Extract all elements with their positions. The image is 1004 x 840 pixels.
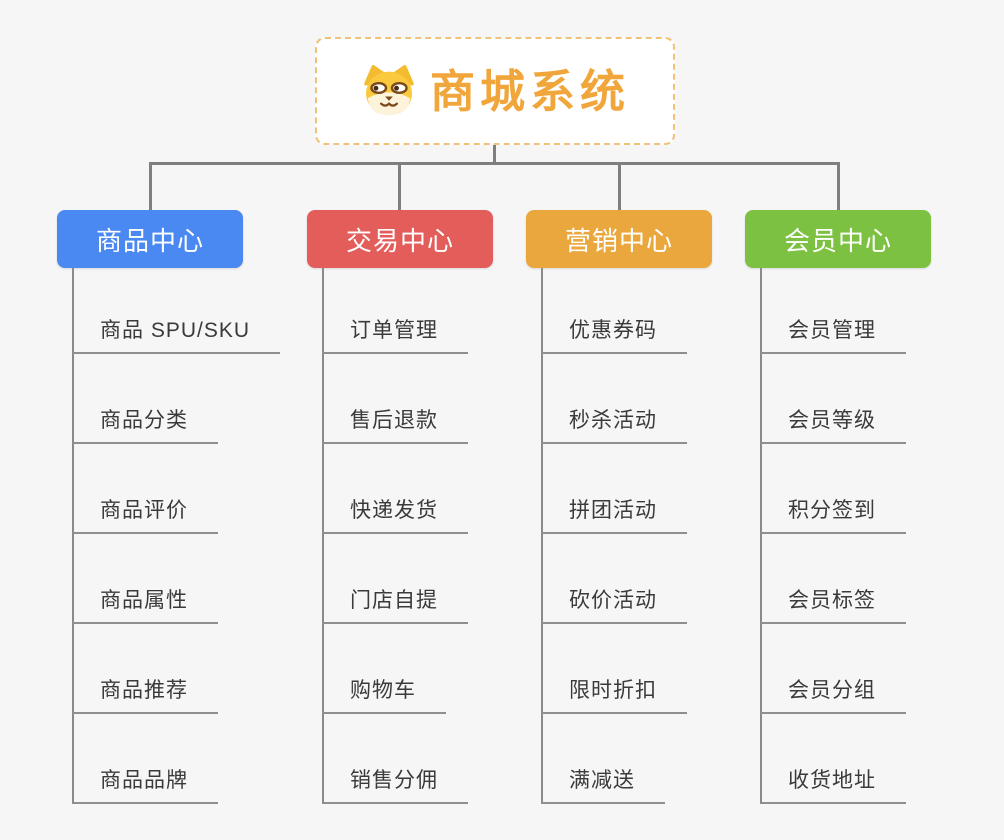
branch-column-marketing: 营销中心 优惠券码 秒杀活动 拼团活动 砍价活动 限时折扣 满减送: [526, 210, 776, 810]
branch-marketing-center[interactable]: 营销中心: [526, 210, 712, 268]
child-node[interactable]: 会员分组: [760, 678, 906, 714]
child-node[interactable]: 会员标签: [760, 588, 906, 624]
child-node[interactable]: 秒杀活动: [541, 408, 687, 444]
connector-horizontal: [149, 162, 840, 165]
connector-drop: [149, 162, 152, 210]
branch-column-member: 会员中心 会员管理 会员等级 积分签到 会员标签 会员分组 收货地址: [745, 210, 995, 810]
root-title: 商城系统: [429, 65, 630, 117]
child-node[interactable]: 收货地址: [760, 768, 906, 804]
child-node[interactable]: 商品评价: [72, 498, 218, 534]
child-node[interactable]: 砍价活动: [541, 588, 687, 624]
child-node[interactable]: 积分签到: [760, 498, 906, 534]
branch-spine: [541, 268, 543, 804]
root-node[interactable]: 商城系统: [315, 37, 675, 145]
connector-drop: [618, 162, 621, 210]
child-node[interactable]: 门店自提: [322, 588, 468, 624]
branch-member-center[interactable]: 会员中心: [745, 210, 931, 268]
child-node[interactable]: 购物车: [322, 678, 446, 714]
child-node[interactable]: 满减送: [541, 768, 665, 804]
branch-trade-center[interactable]: 交易中心: [307, 210, 493, 268]
child-node[interactable]: 售后退款: [322, 408, 468, 444]
child-node[interactable]: 商品推荐: [72, 678, 218, 714]
connector-drop: [398, 162, 401, 210]
child-node[interactable]: 限时折扣: [541, 678, 687, 714]
child-node[interactable]: 商品 SPU/SKU: [72, 318, 281, 354]
child-node[interactable]: 销售分佣: [322, 768, 468, 804]
branch-column-trade: 交易中心 订单管理 售后退款 快递发货 门店自提 购物车 销售分佣: [307, 210, 557, 810]
child-node[interactable]: 拼团活动: [541, 498, 687, 534]
branch-spine: [322, 268, 324, 804]
child-node[interactable]: 快递发货: [322, 498, 468, 534]
child-node[interactable]: 优惠券码: [541, 318, 687, 354]
connector-drop: [837, 162, 840, 210]
child-node[interactable]: 会员管理: [760, 318, 906, 354]
branch-spine: [72, 268, 74, 804]
branch-product-center[interactable]: 商品中心: [57, 210, 243, 268]
child-node[interactable]: 会员等级: [760, 408, 906, 444]
child-node[interactable]: 商品品牌: [72, 768, 218, 804]
child-node[interactable]: 订单管理: [322, 318, 468, 354]
branch-column-product: 商品中心 商品 SPU/SKU 商品分类 商品评价 商品属性 商品推荐 商品品牌: [57, 210, 307, 810]
child-node[interactable]: 商品属性: [72, 588, 218, 624]
branch-spine: [760, 268, 762, 804]
connector-root-stem: [493, 145, 496, 164]
dog-face-icon: [364, 65, 414, 116]
child-node[interactable]: 商品分类: [72, 408, 218, 444]
